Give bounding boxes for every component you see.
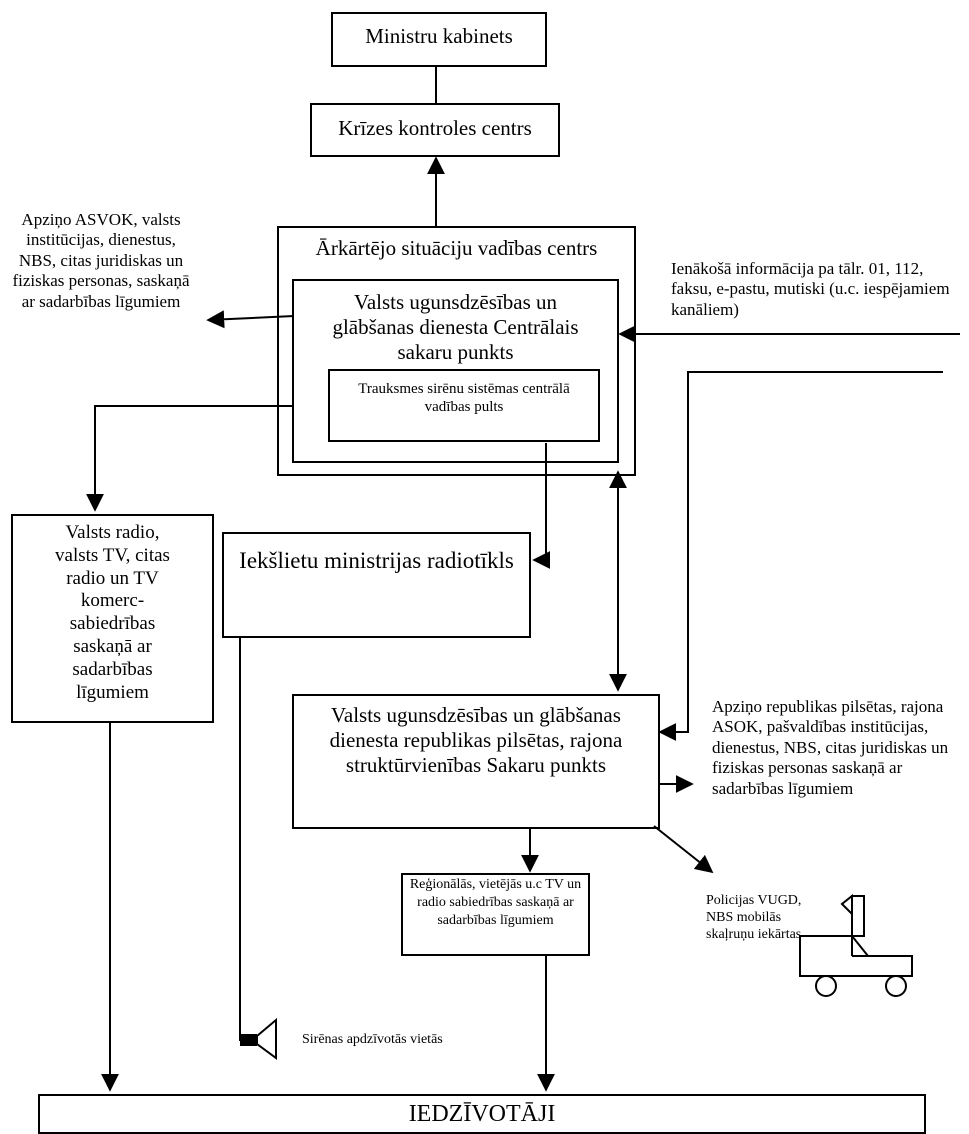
node-central-comm-point: [292, 279, 619, 463]
sirens-text: Sirēnas apdzīvotās vietās: [302, 1032, 443, 1047]
siren-console-label: Trauksmes sirēnu sistēmas centrālā vadīb…: [358, 381, 570, 415]
node-emergency-center: [277, 226, 636, 476]
node-interior-radio: [222, 532, 531, 638]
node-regional-media: [401, 873, 590, 956]
population-label: IEDZĪVOTĀJI: [408, 1101, 556, 1127]
incoming-info-text: Ienākošā informācija pa tālr. 01, 112, f…: [671, 259, 950, 319]
siren-icon: [240, 1017, 277, 1060]
loudspeaker-truck-icon: [799, 893, 913, 997]
arrow-incoming-to-regional: [658, 371, 943, 741]
node-ministry-cabinet: [331, 12, 547, 67]
arrow-to-police: [653, 825, 714, 874]
emergency-center-label: Ārkārtējo situāciju vadības centrs: [315, 236, 598, 260]
arrow-to-state-media: [86, 405, 294, 512]
arrow-to-notify-national: [206, 310, 295, 329]
regional-media-label: Reģionālās, vietējās u.c TV un radio sab…: [409, 877, 582, 929]
interior-radio-label: Iekšlietu ministrijas radiotīkls: [239, 548, 514, 573]
notify-national-text: Apziņo ASVOK, valsts institūcijas, diene…: [12, 210, 190, 311]
central-comm-point-label: Valsts ugunsdzēsības un glābšanas dienes…: [332, 290, 579, 365]
ministry-cabinet-label: Ministru kabinets: [365, 24, 513, 48]
node-siren-console: [328, 369, 600, 442]
crisis-center-label: Krīzes kontroles centrs: [338, 116, 532, 140]
notify-regional-text: Apziņo republikas pilsētas, rajona ASOK,…: [712, 697, 949, 798]
arrow-siren-to-radio: [532, 443, 551, 569]
node-regional-comm-point: [292, 694, 660, 829]
node-state-media: [11, 514, 214, 723]
regional-comm-point-label: Valsts ugunsdzēsības un glābšanas dienes…: [329, 703, 623, 778]
police-units-text: Policijas VUGD, NBS mobilās skaļruņu iek…: [706, 893, 802, 942]
node-crisis-center: [310, 103, 560, 157]
line-radio-to-sirens: [239, 638, 256, 1041]
state-media-label: Valsts radio, valsts TV, citas radio un …: [55, 522, 170, 703]
